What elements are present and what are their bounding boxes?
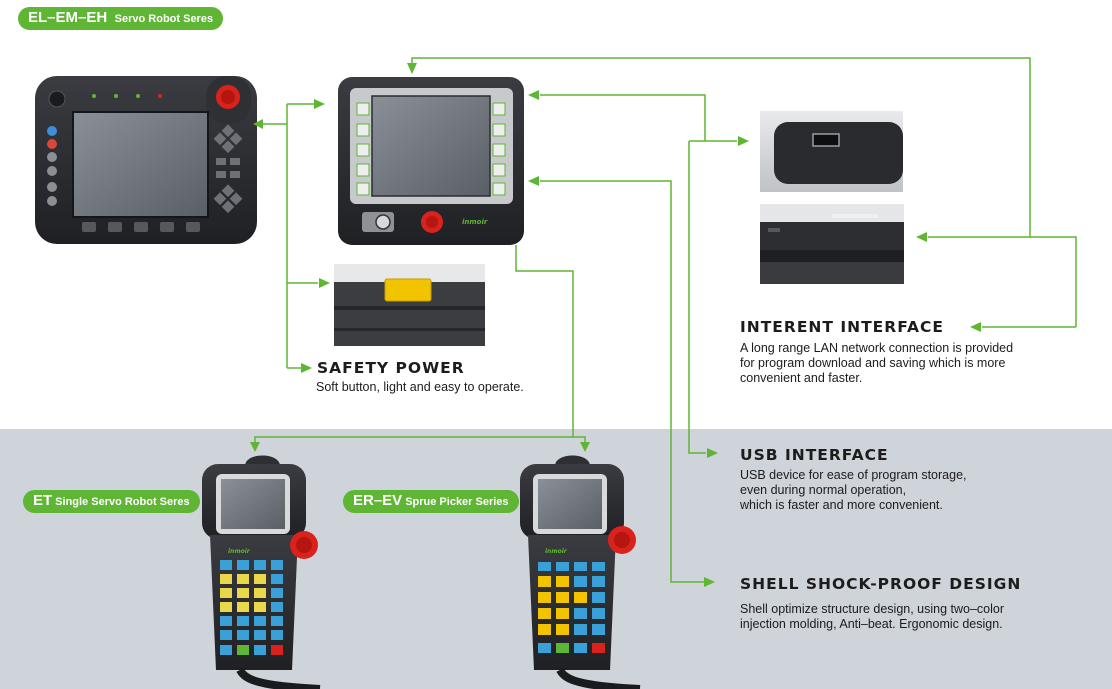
svg-text:inmoir: inmoir <box>462 218 488 226</box>
er-ev-series-name: Sprue Picker Series <box>405 496 509 508</box>
center-screen <box>371 95 491 197</box>
shell-design-text: Shell optimize structure design, using t… <box>740 602 1005 631</box>
svg-text:inmoir: inmoir <box>228 548 251 555</box>
shell-design-title: SHELL SHOCK-PROOF DESIGN <box>740 575 1022 593</box>
internet-interface-title: INTERENT INTERFACE <box>740 318 944 336</box>
lan-port-photo <box>760 204 904 284</box>
series-model-text: EL–EM–EH <box>28 9 108 26</box>
safety-power-title: SAFETY POWER <box>317 359 465 377</box>
et-handheld-pendant: inmoir <box>202 455 321 689</box>
tablet-pendant-device <box>35 76 257 244</box>
connector-arrowheads <box>250 63 981 587</box>
er-ev-model-text: ER–EV <box>353 492 403 509</box>
internet-interface-text: A long range LAN network connection is p… <box>740 341 1014 385</box>
center-pendant-device: inmoir <box>338 77 524 245</box>
safety-power-text: Soft button, light and easy to operate. <box>316 380 524 394</box>
usb-port-photo <box>760 111 903 192</box>
safety-yellow-button <box>384 278 432 302</box>
svg-text:inmoir: inmoir <box>545 548 568 555</box>
et-series-name: Single Servo Robot Seres <box>55 496 190 508</box>
et-model-text: ET <box>33 492 53 509</box>
connector-lines <box>254 57 1077 583</box>
tablet-screen <box>72 111 209 218</box>
er-ev-handheld-pendant: inmoir <box>520 455 641 689</box>
safety-power-photo <box>334 264 485 346</box>
series-name-text: Servo Robot Seres <box>114 13 214 25</box>
series-title-badge: EL–EM–EH Servo Robot Seres <box>18 7 224 30</box>
usb-interface-title: USB INTERFACE <box>740 446 889 464</box>
usb-interface-text: USB device for ease of program storage, … <box>740 468 967 512</box>
